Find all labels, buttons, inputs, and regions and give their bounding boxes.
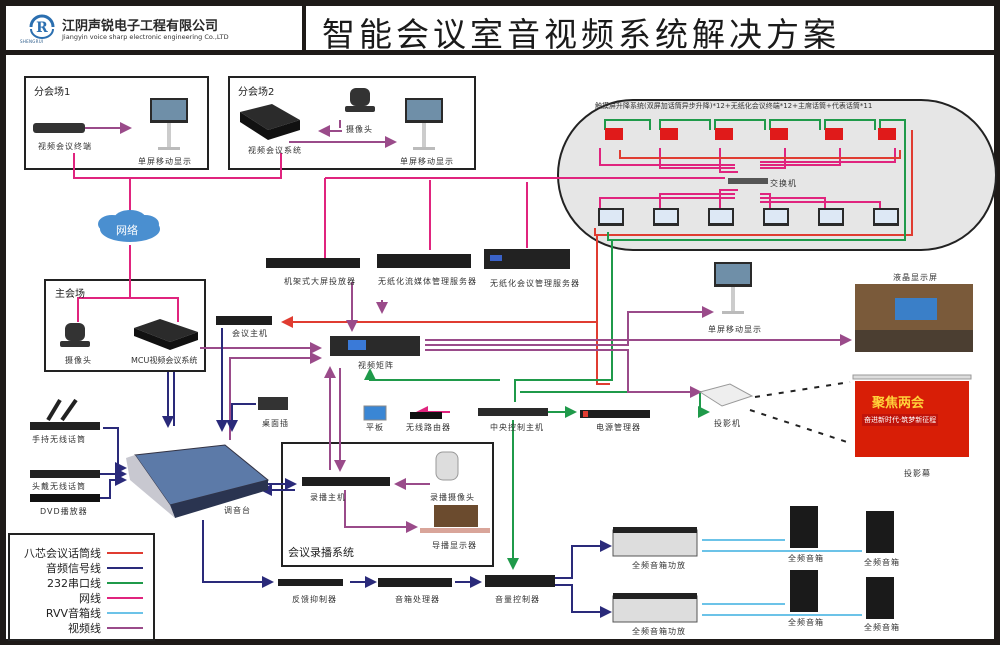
legend-item: 网线 [79, 590, 143, 606]
branch2-title: 分会场2 [238, 87, 275, 98]
volume-controller-label: 音量控制器 [495, 595, 540, 604]
title-bar: 智能会议室音视频系统解决方案 [306, 6, 994, 54]
branch1-display-label: 单屏移动显示 [138, 157, 192, 166]
branch2-camera-label: 摄像头 [346, 125, 373, 134]
amp1-label: 全频音箱功放 [632, 561, 686, 570]
meeting-server-label: 无纸化会议管理服务器 [490, 279, 580, 288]
speaker-label: 全频音箱 [788, 618, 824, 627]
company-name-en: Jiangyin voice sharp electronic engineer… [62, 33, 229, 41]
conference-host-label: 会议主机 [232, 329, 268, 338]
rs232-lines-touch [364, 119, 906, 570]
network-cloud-icon [98, 210, 160, 242]
video-lines [82, 120, 852, 533]
rack-projector-label: 机架式大屏投放器 [284, 277, 356, 286]
desktop-socket-label: 桌面插 [262, 419, 289, 428]
recording-camera-label: 录播摄像头 [430, 493, 475, 502]
company-name-cn: 江阴声锐电子工程有限公司 [62, 19, 219, 34]
dvd-label: DVD播放器 [40, 507, 88, 516]
touch-system-caption: 触摸屏升降系统(双屏加话筒异步升降)*12+无纸化会议终端*12+主席话筒+代表… [595, 102, 873, 110]
legend-item: 八芯会议话筒线 [24, 545, 143, 561]
director-display-label: 导播显示器 [432, 541, 477, 550]
mcu-label: MCU视频会议系统 [131, 356, 198, 365]
company-logo-icon: R [29, 14, 55, 39]
legend-swatch [107, 582, 143, 584]
amp2-label: 全频音箱功放 [632, 627, 686, 636]
rvv-lines [702, 539, 862, 616]
mic-lines-touch [281, 130, 913, 385]
recording-host-label: 录播主机 [310, 493, 346, 502]
recording-box [281, 442, 494, 567]
handheld-mic-label: 手持无线话筒 [32, 435, 86, 444]
legend-item: 音频信号线 [46, 560, 143, 576]
projection-screen-label: 投影幕 [904, 469, 931, 478]
central-control-label: 中央控制主机 [490, 423, 544, 432]
tablet-label: 平板 [366, 423, 384, 432]
legend-item: 232串口线 [47, 575, 143, 591]
video-matrix-label: 视频矩阵 [358, 361, 394, 370]
touch-system-area [557, 99, 997, 251]
branch2-display-label: 单屏移动显示 [400, 157, 454, 166]
feedback-suppressor-label: 反馈抑制器 [292, 595, 337, 604]
branch2-box [228, 76, 476, 170]
projector-label: 投影机 [714, 419, 741, 428]
legend-swatch [107, 552, 143, 554]
legend-swatch [107, 627, 143, 629]
switch-label: 交换机 [770, 179, 797, 188]
device-shapes [30, 88, 973, 623]
screen-banner-title: 聚焦两会 [872, 396, 925, 411]
branch2-system-label: 视频会议系统 [248, 146, 302, 155]
speaker-label: 全频音箱 [864, 558, 900, 567]
projector-beam [749, 381, 851, 444]
svg-text:R: R [36, 20, 48, 36]
main-venue-title: 主会场 [55, 289, 85, 300]
mobile-display-label: 单屏移动显示 [708, 325, 762, 334]
router-label: 无线路由器 [406, 423, 451, 432]
legend-swatch [107, 612, 143, 614]
speaker-label: 全频音箱 [864, 623, 900, 632]
company-header: R SHENGRUI 江阴声锐电子工程有限公司 Jiangyin voice s… [6, 6, 302, 50]
branch1-title: 分会场1 [34, 87, 71, 98]
main-camera-label: 摄像头 [65, 356, 92, 365]
mixer-label: 调音台 [224, 506, 251, 515]
recording-system-title: 会议录播系统 [288, 546, 354, 559]
legend-swatch [107, 597, 143, 599]
streaming-server-label: 无纸化流媒体管理服务器 [378, 277, 477, 286]
speaker-label: 全频音箱 [788, 554, 824, 563]
audio-lines [98, 328, 612, 618]
lcd-screen-label: 液晶显示屏 [893, 273, 938, 282]
legend-swatch [107, 567, 143, 569]
legend: 八芯会议话筒线 音频信号线 232串口线 网线 RVV音箱线 视频线 [8, 533, 155, 641]
speaker-processor-label: 音箱处理器 [395, 595, 440, 604]
screen-banner-subtitle: 奋进新时代·筑梦新征程 [862, 414, 939, 426]
branch1-box [24, 76, 209, 170]
page-title: 智能会议室音视频系统解决方案 [322, 15, 840, 54]
headset-mic-label: 头戴无线话筒 [32, 482, 86, 491]
main-venue-box [44, 279, 206, 372]
branch1-terminal-label: 视频会议终端 [38, 142, 92, 151]
legend-item: 视频线 [68, 620, 143, 636]
network-label: 网络 [116, 224, 138, 237]
network-lines [73, 148, 896, 418]
logo-subtext: SHENGRUI [20, 39, 44, 44]
legend-item: RVV音箱线 [46, 605, 143, 621]
power-manager-label: 电源管理器 [596, 423, 641, 432]
